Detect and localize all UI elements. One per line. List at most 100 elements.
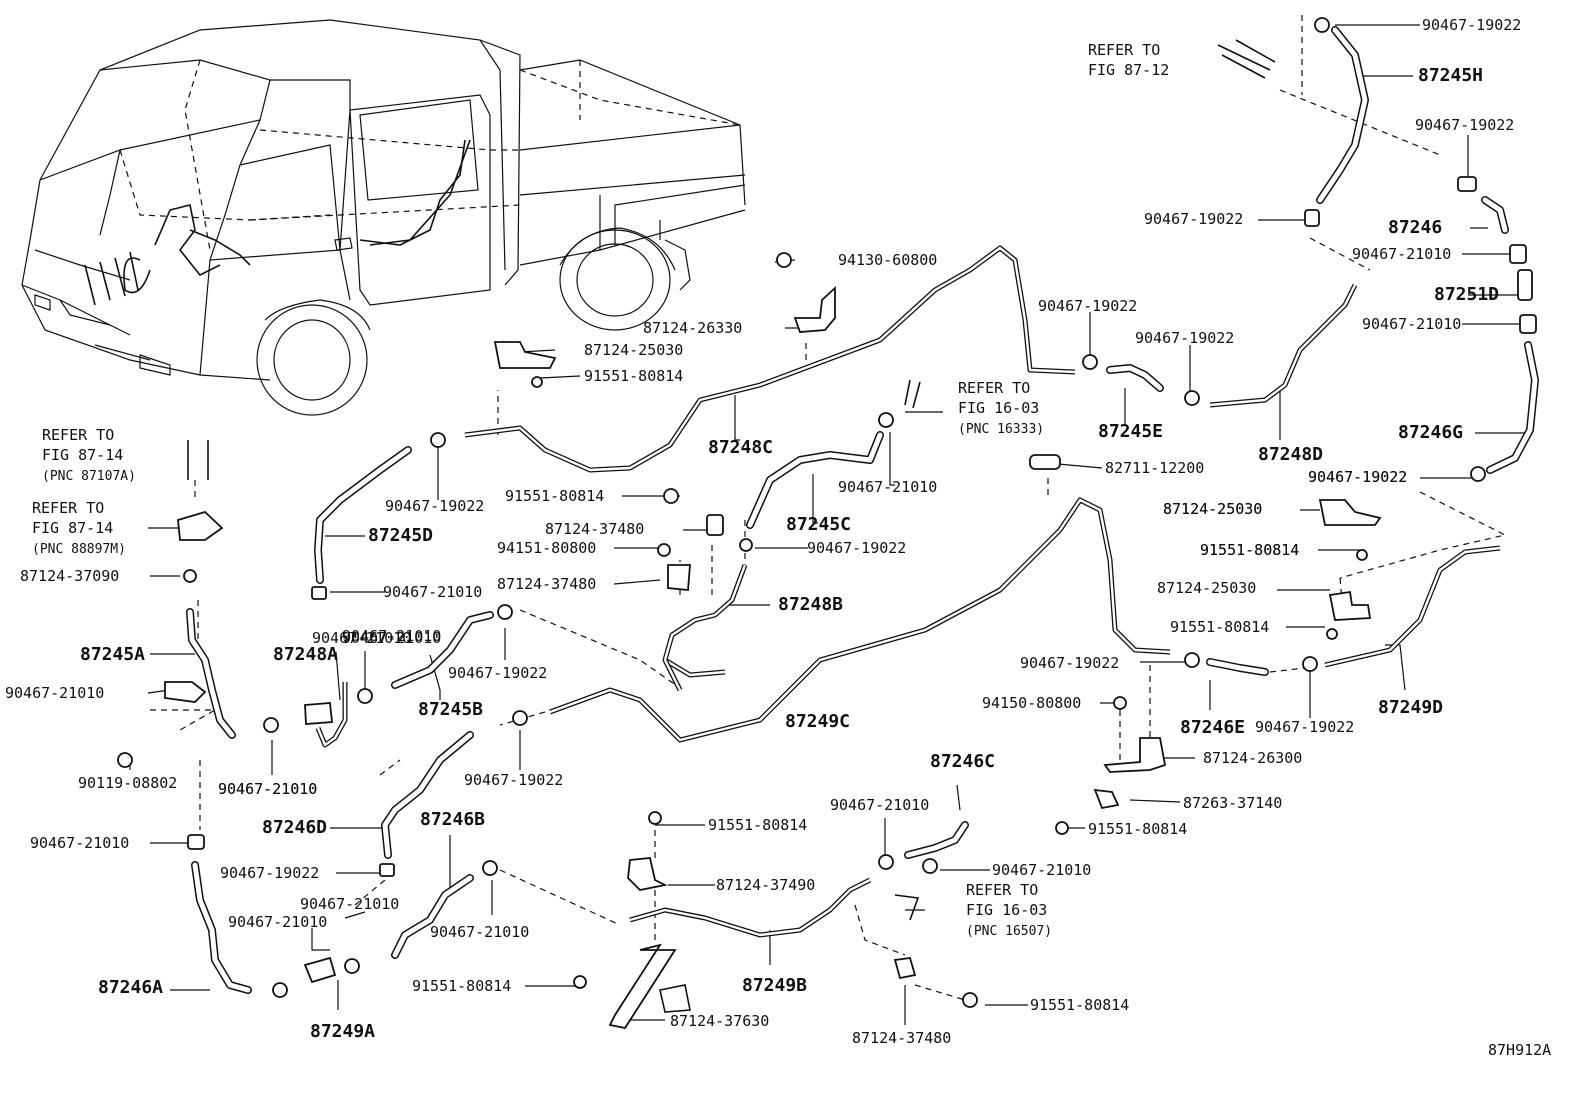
part-87251D[interactable]: 87251D [1434,284,1500,305]
subpart-label[interactable]: 87124-26300 [1203,749,1303,767]
ref-line: FIG 87-12 [1088,61,1170,79]
part-87249A[interactable]: 87249A [310,1021,376,1042]
subpart-label[interactable]: 94150-80800 [982,694,1082,712]
ref-line: REFER TO [42,426,115,444]
subpart-label[interactable]: 90467-19022 [1308,468,1408,486]
subpart-label[interactable]: 90467-19022 [220,864,320,882]
subpart-label[interactable]: 90467-21010 [342,627,442,645]
part-87249C[interactable]: 87249C [785,711,851,732]
subpart-label[interactable]: 91551-80814 [505,487,605,505]
part-87249B[interactable]: 87249B [742,975,808,996]
ref-line: FIG 87-14 [32,519,114,537]
subpart-label[interactable]: 90467-19022 [1038,297,1138,315]
subpart-label[interactable]: 90467-19022 [807,539,907,557]
part-87245B[interactable]: 87245B [418,699,484,720]
subpart-label[interactable]: 90467-19022 [448,664,548,682]
part-87246G[interactable]: 87246G [1398,422,1464,443]
part-87246C[interactable]: 87246C [930,751,996,772]
part-87246E[interactable]: 87246E [1180,717,1246,738]
ref-line: FIG 16-03 [958,399,1040,417]
subpart-label[interactable]: 90467-21010 [430,923,530,941]
part-87246A[interactable]: 87246A [98,977,164,998]
ref-pnc: (PNC 16507) [966,924,1053,939]
subpart-label[interactable]: 94151-80800 [497,539,597,557]
subpart-label[interactable]: 90467-21010 [312,629,412,647]
subpart-label[interactable]: 82711-12200 [1105,459,1205,477]
subpart-label[interactable]: 87263-37140 [1183,794,1283,812]
part-87245C[interactable]: 87245C [786,514,852,535]
part-87245A[interactable]: 87245A [80,644,146,665]
part-87245D[interactable]: 87245D [368,525,434,546]
ref-line: REFER TO [966,881,1039,899]
subpart-label[interactable]: 87124-25030 [1157,579,1257,597]
subpart-label[interactable]: 87124-25030 [584,341,684,359]
subpart-label[interactable]: 91551-80814 [1200,541,1300,559]
subpart-label[interactable]: 87124-37090 [20,567,120,585]
subpart-label[interactable]: 87124-25030 [1163,500,1263,518]
subpart-label[interactable]: 87124-25030 [1163,500,1263,518]
subpart-label[interactable]: 90467-19022 [1255,718,1355,736]
subpart-label[interactable]: 90467-19022 [1422,16,1522,34]
subpart-label[interactable]: 91551-80814 [412,977,512,995]
subpart-label[interactable]: 90467-21010 [228,913,328,931]
subpart-label[interactable]: 91551-80814 [1088,820,1188,838]
subpart-label[interactable]: 90467-21010 [830,796,930,814]
part-87246[interactable]: 87246 [1388,217,1443,238]
part-87245H[interactable]: 87245H [1418,65,1484,86]
part-87246D[interactable]: 87246D [262,817,328,838]
hoses [186,26,1539,994]
subpart-label[interactable]: 90467-21010 [383,583,483,601]
ref-line: FIG 16-03 [966,901,1048,919]
diagram-code: 87H912A [1488,1041,1552,1059]
subpart-label[interactable]: 90467-21010 [218,780,318,798]
subpart-label[interactable]: 91551-80814 [1170,618,1270,636]
subpart-label[interactable]: 90467-21010 [342,629,442,647]
subpart-label[interactable]: 90467-19022 [464,771,564,789]
part-87248C[interactable]: 87248C [708,437,774,458]
subpart-label[interactable]: 90467-19022 [1308,468,1408,486]
subpart-label[interactable]: 87124-37480 [497,575,597,593]
subpart-label[interactable]: 87124-37490 [716,876,816,894]
subpart-label[interactable]: 87124-37630 [670,1012,770,1030]
subpart-label[interactable]: 91551-80814 [1030,996,1130,1014]
subpart-label[interactable]: 90467-21010 [5,684,105,702]
hardware [117,17,1537,1030]
subpart-label[interactable]: 91551-80814 [1200,541,1300,559]
subpart-label[interactable]: 91551-80814 [708,816,808,834]
subpart-label[interactable]: 90467-21010 [218,780,318,798]
subpart-label[interactable]: 90467-21010 [30,834,130,852]
subpart-label[interactable]: 90467-19022 [385,497,485,515]
subpart-label[interactable]: 90467-21010 [992,861,1092,879]
part-87249D[interactable]: 87249D [1378,697,1444,718]
ref-fig-87-12[interactable]: REFER TO FIG 87-12 [1088,40,1169,80]
ref-fig-16-03-pnc16507[interactable]: REFER TO FIG 16-03 (PNC 16507) [966,880,1052,942]
part-87245E[interactable]: 87245E [1098,421,1164,442]
subpart-label[interactable]: 90467-21010 [838,478,938,496]
subpart-label[interactable]: 90467-21010 [1352,245,1452,263]
subpart-label[interactable]: 90467-21010 [1362,315,1462,333]
subpart-label[interactable]: 91551-80814 [584,367,684,385]
ref-line: REFER TO [32,499,105,517]
ref-line: REFER TO [1088,41,1161,59]
part-87248D[interactable]: 87248D [1258,444,1324,465]
subpart-label[interactable]: 87124-26330 [643,319,743,337]
subpart-label[interactable]: 90467-19022 [1144,210,1244,228]
subpart-label[interactable]: 90119-08802 [78,774,178,792]
ref-line: FIG 87-14 [42,446,124,464]
part-87248B[interactable]: 87248B [778,594,844,615]
subpart-label[interactable]: 90467-19022 [1415,116,1515,134]
part-87246B[interactable]: 87246B [420,809,486,830]
subpart-label[interactable]: 87124-37480 [852,1029,952,1047]
subpart-label[interactable]: 90467-21010 [300,895,400,913]
ref-line: REFER TO [958,379,1031,397]
subpart-label[interactable]: 94130-60800 [838,251,938,269]
subpart-label[interactable]: 87124-37480 [545,520,645,538]
subpart-label[interactable]: 90467-19022 [1135,329,1235,347]
part-87248A[interactable]: 87248A [273,644,339,665]
subpart-label[interactable]: 90467-19022 [1020,654,1120,672]
truck-illustration [21,19,746,416]
